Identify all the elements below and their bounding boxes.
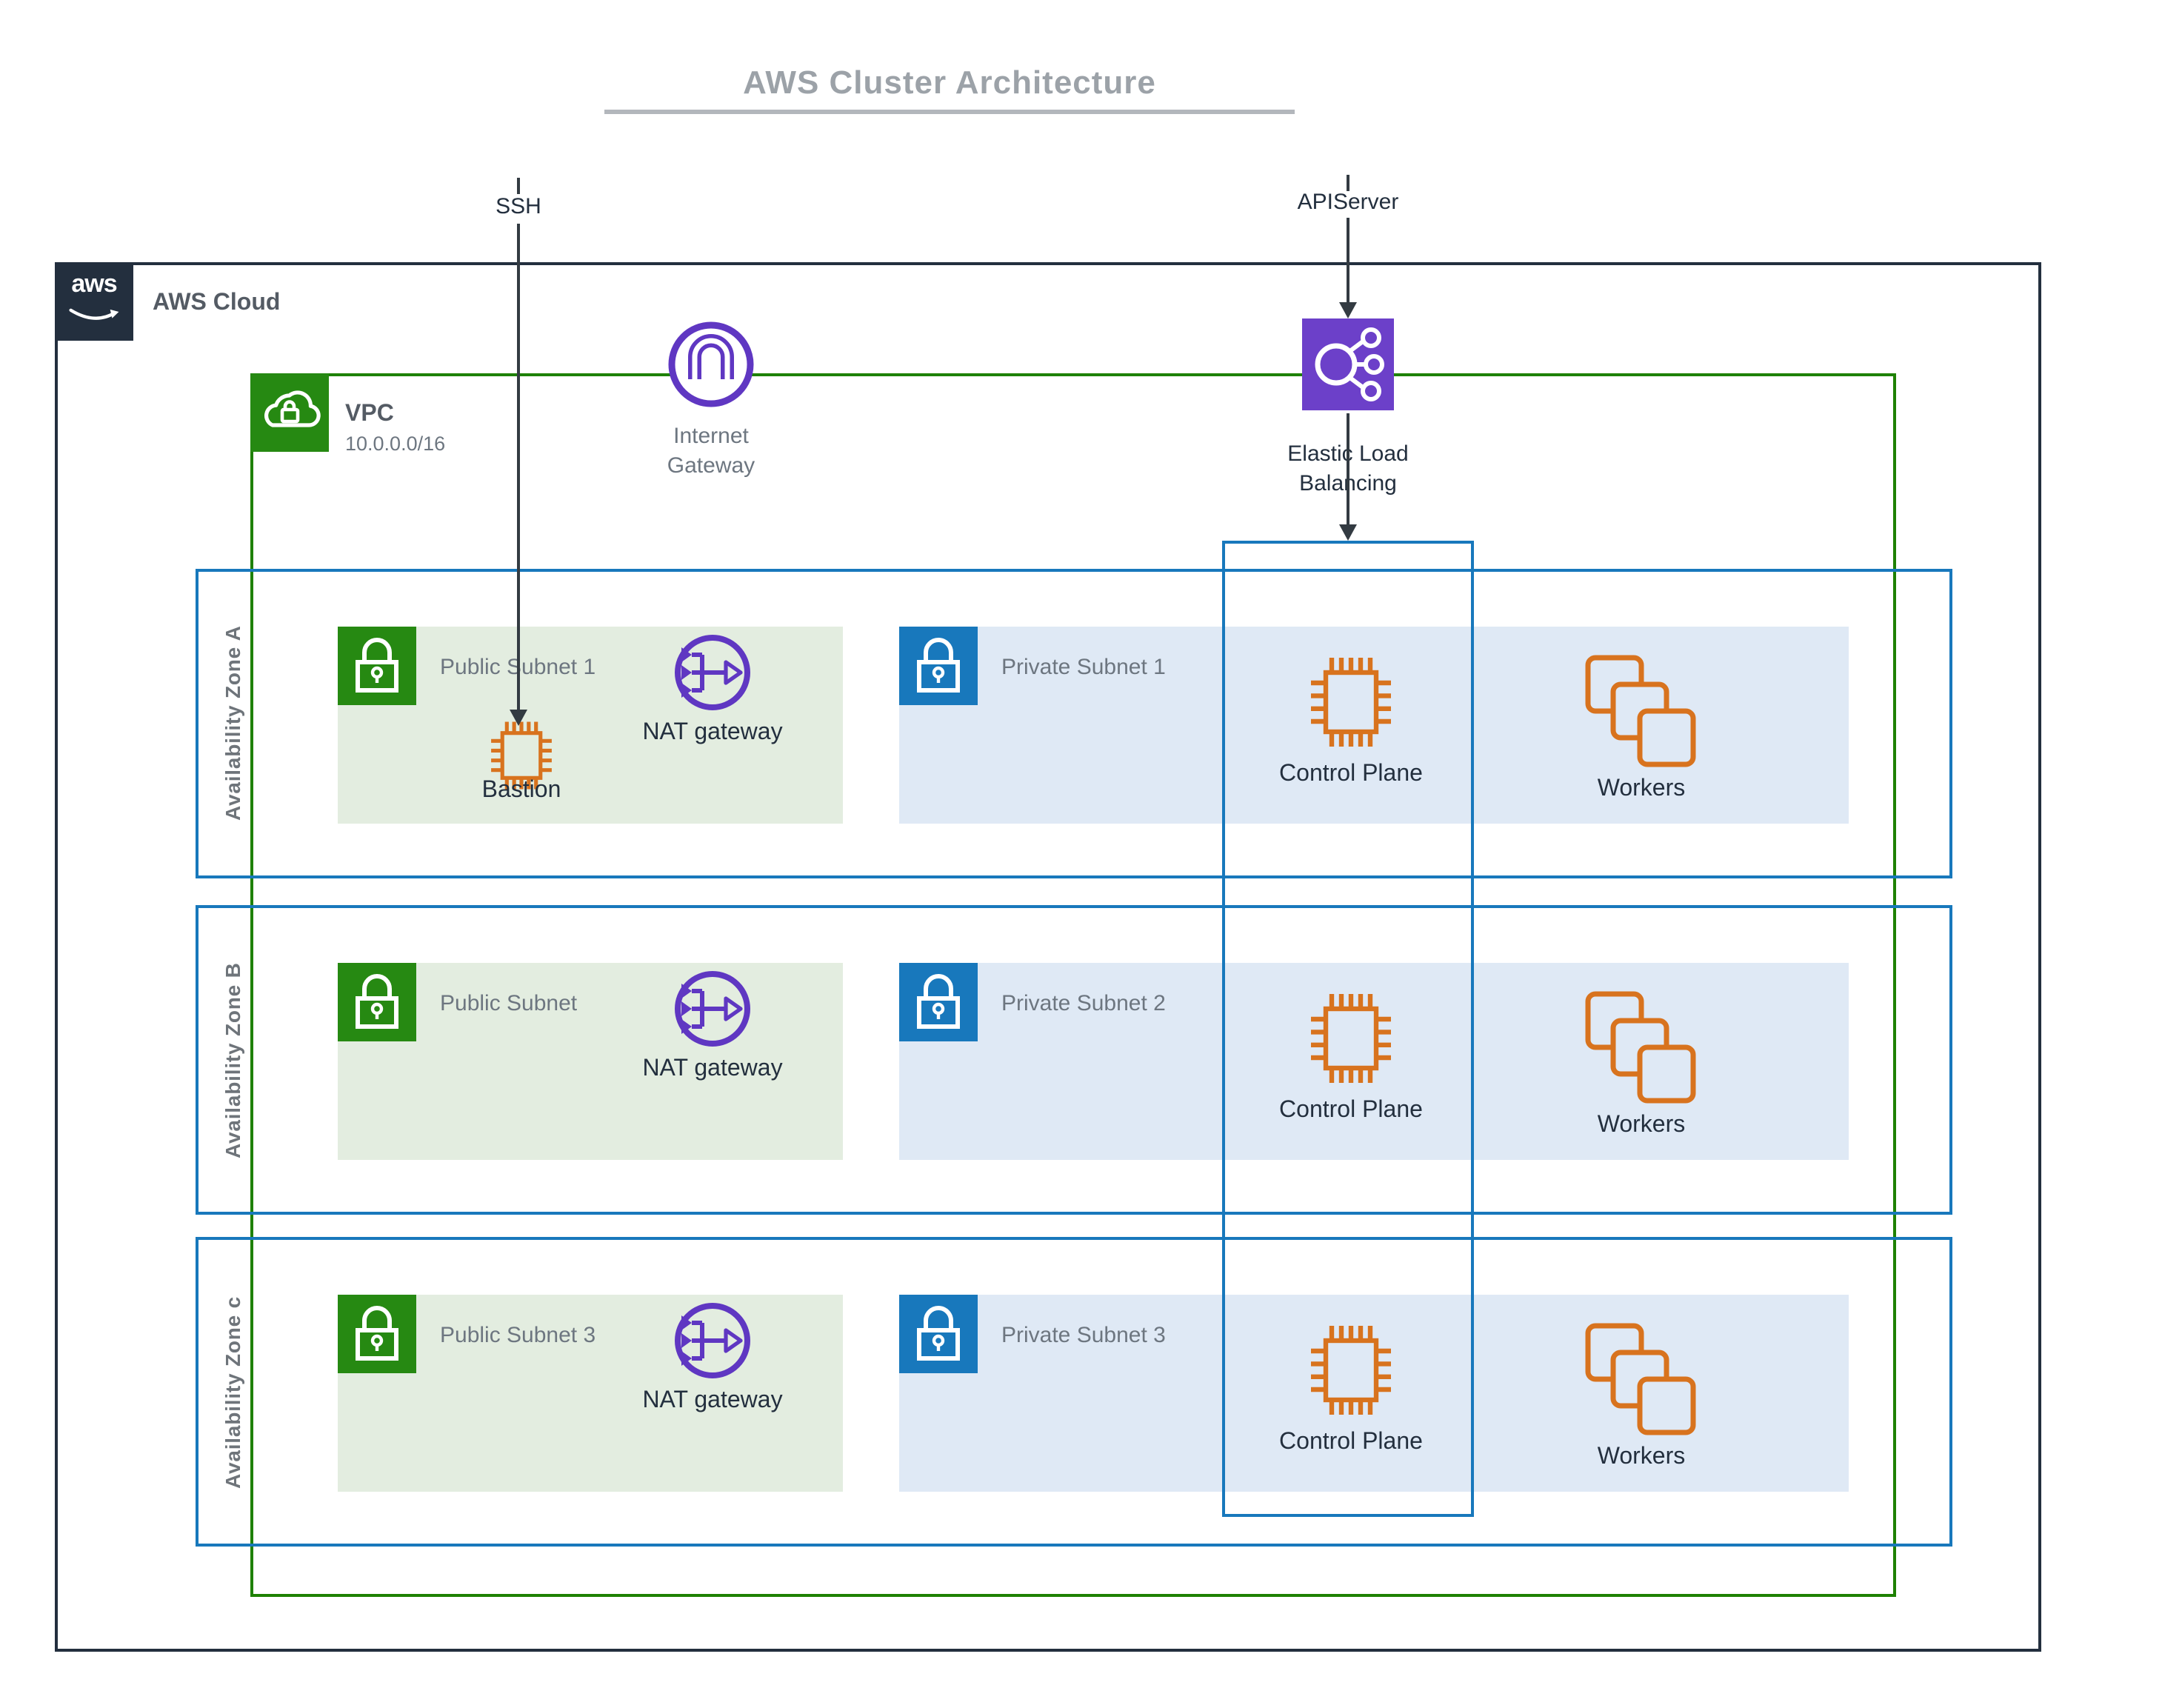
aws-cloud-label: AWS Cloud: [153, 290, 281, 316]
control-plane-label: Control Plane: [1279, 761, 1423, 787]
lock-glyph: [917, 974, 960, 1029]
page-title: AWS Cluster Architecture: [743, 64, 1156, 101]
public-subnet-label: Public Subnet: [440, 991, 578, 1016]
zone-c-label: Availability Zone c: [221, 1295, 244, 1489]
public-subnet-icon: [338, 1295, 416, 1373]
aws-cloud-box: [55, 262, 2041, 1652]
workers-icon: [1585, 1323, 1696, 1435]
private-subnet-label: Private Subnet 1: [1001, 655, 1166, 680]
vpc-icon: [250, 373, 329, 452]
nat-gateway-label: NAT gateway: [642, 1388, 783, 1413]
vpc-cloud-lock-glyph: [264, 390, 321, 427]
workers-label: Workers: [1597, 776, 1686, 801]
bastion-label: Bastion: [481, 778, 561, 803]
control-plane-icon: [1311, 658, 1391, 747]
lock-glyph: [917, 638, 960, 693]
ssh-tick-line: [517, 178, 520, 194]
ssh-label: SSH: [496, 194, 541, 219]
public-subnet-fill: [338, 963, 843, 1160]
control-plane-icon: [1311, 1326, 1391, 1415]
public-subnet-icon: [338, 963, 416, 1041]
public-subnet-fill: [338, 627, 843, 824]
apiserver-arrow-line: [1347, 218, 1349, 302]
elastic-load-balancing-icon: [1302, 318, 1394, 410]
control-plane-label: Control Plane: [1279, 1098, 1423, 1123]
aws-logo-text: aws: [71, 270, 117, 298]
control-plane-group-box: [1222, 541, 1474, 1517]
lock-glyph: [356, 1306, 398, 1361]
workers-label: Workers: [1597, 1444, 1686, 1470]
private-subnet-icon: [899, 627, 978, 705]
vpc-box: [250, 373, 1896, 1597]
public-subnet-fill: [338, 1295, 843, 1492]
availability-zone-a: Availability Zone A Public Subnet 1 NAT …: [196, 569, 1952, 878]
public-subnet-label: Public Subnet 3: [440, 1323, 596, 1348]
private-subnet-icon: [899, 963, 978, 1041]
internet-gateway-label: Internet Gateway: [593, 422, 830, 481]
title-underline: [604, 110, 1295, 114]
vpc-label: VPC: [345, 401, 394, 427]
internet-gateway-label-line2: Gateway: [667, 453, 755, 478]
availability-zone-b: Availability Zone B Public Subnet NAT ga…: [196, 905, 1952, 1215]
aws-smile-icon: [69, 308, 119, 320]
public-subnet-icon: [338, 627, 416, 705]
elb-to-controlplane-line: [1347, 413, 1349, 524]
workers-icon: [1585, 655, 1696, 767]
lock-glyph: [917, 1306, 960, 1361]
private-subnet-icon: [899, 1295, 978, 1373]
nat-gateway-icon: [675, 635, 750, 710]
lock-glyph: [356, 974, 398, 1029]
ssh-arrowhead-icon: [510, 710, 527, 726]
aws-logo: aws: [55, 262, 133, 341]
private-subnet-label: Private Subnet 2: [1001, 991, 1166, 1016]
nat-gateway-icon: [675, 1303, 750, 1378]
nat-gateway-icon: [675, 971, 750, 1047]
workers-icon: [1585, 991, 1696, 1104]
apiserver-arrowhead-icon: [1339, 302, 1357, 318]
apiserver-tick-line: [1347, 175, 1349, 191]
internet-gateway-label-line1: Internet: [673, 424, 749, 449]
zone-b-label: Availability Zone B: [221, 961, 244, 1158]
bastion-icon: [491, 721, 552, 790]
lock-glyph: [356, 638, 398, 693]
nat-gateway-label: NAT gateway: [642, 1056, 783, 1081]
ssh-arrow-line: [517, 224, 520, 710]
private-subnet-label: Private Subnet 3: [1001, 1323, 1166, 1348]
apiserver-label: APIServer: [1297, 190, 1399, 215]
control-plane-label: Control Plane: [1279, 1430, 1423, 1455]
availability-zone-c: Availability Zone c Public Subnet 3 NAT …: [196, 1237, 1952, 1547]
control-plane-icon: [1311, 994, 1391, 1083]
nat-gateway-label: NAT gateway: [642, 720, 783, 745]
elb-to-controlplane-arrowhead-icon: [1339, 524, 1357, 541]
zone-a-label: Availability Zone A: [221, 626, 244, 821]
internet-gateway-icon: [668, 321, 754, 407]
vpc-cidr: 10.0.0.0/16: [345, 433, 446, 455]
workers-label: Workers: [1597, 1112, 1686, 1138]
